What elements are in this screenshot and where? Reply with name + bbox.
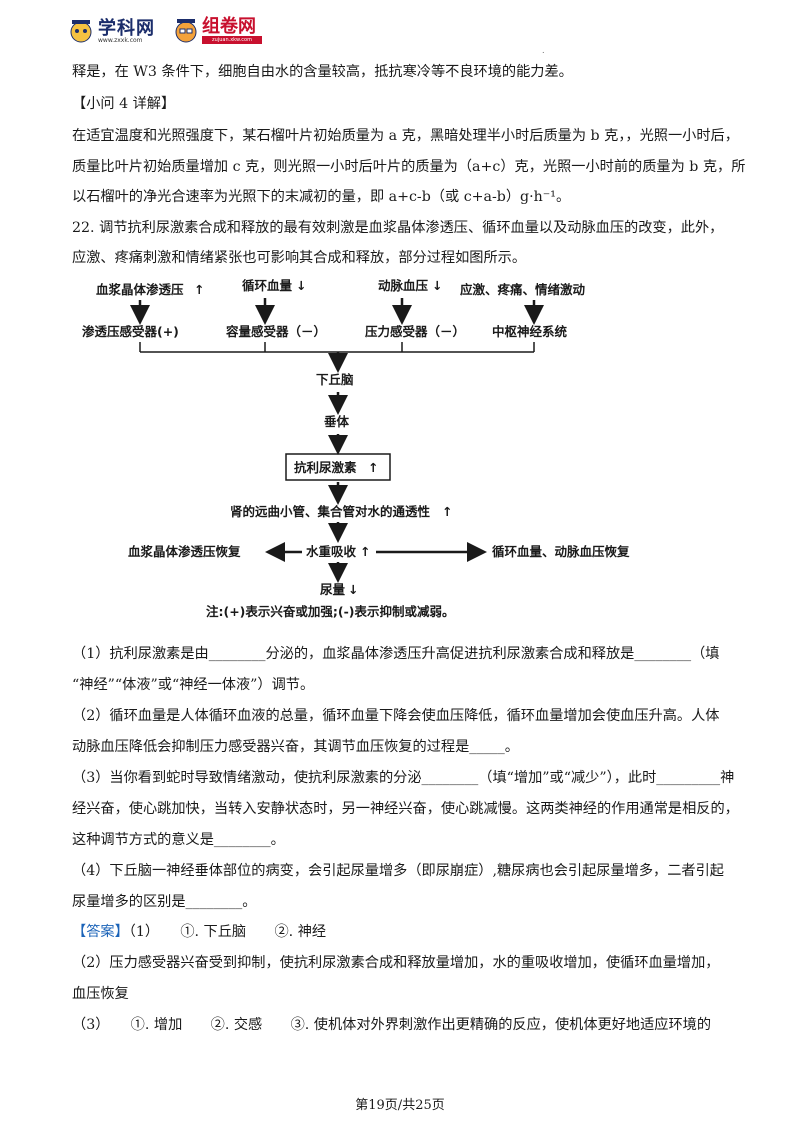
question-2: （2）循环血量是人体循环血液的总量，循环血量下降会使血压降低，循环血量增加会使血… <box>72 708 720 724</box>
pituitary: 垂体 <box>324 414 350 429</box>
up-arrow-icon: ↑ <box>360 544 370 559</box>
page-number: 第19页/共25页 <box>355 1098 445 1113</box>
receptor-osmotic: 渗透压感受器(+) <box>82 324 179 339</box>
up-arrow-icon: ↑ <box>368 460 378 475</box>
question-3-cont: 经兴奋，使心跳加快，当转入安静状态时，另一神经兴奋，使心跳减慢。这两类神经的作用… <box>72 801 739 817</box>
up-arrow-icon: ↑ <box>442 504 452 519</box>
header-logos: 学科网 www.zxxk.com 组卷网 zujuan.xkw.com <box>66 12 266 48</box>
receptor-cns: 中枢神经系统 <box>492 324 568 339</box>
receptor-pressure: 压力感受器（－） <box>365 324 465 339</box>
source-arterial-pressure: 动脉血压 <box>378 278 429 293</box>
mascot-icon <box>70 20 92 43</box>
adh-label: 抗利尿激素 <box>294 460 357 475</box>
text-line: 在适宜温度和光照强度下，某石榴叶片初始质量为 a 克，黑暗处理半小时后质量为 b… <box>72 128 739 144</box>
answer-2: （2）压力感受器兴奋受到抑制，使抗利尿激素合成和释放量增加，水的重吸收增加，使循… <box>72 955 720 971</box>
question-1: （1）抗利尿激素是由________分泌的，血浆晶体渗透压升高促进抗利尿激素合成… <box>72 646 720 662</box>
question-3: （3）当你看到蛇时导致情绪激动，使抗利尿激素的分泌________（填“增加”或… <box>72 770 735 786</box>
adh-box <box>285 453 391 481</box>
down-arrow-icon: ↓ <box>296 278 306 293</box>
mascot2-icon <box>175 19 197 43</box>
source-blood-volume: 循环血量 <box>242 278 293 293</box>
answer-3: （3） ①. 增加 ②. 交感 ③. 使机体对外界刺激作出更精确的反应，使机体更… <box>72 1017 712 1033</box>
decor-dot: . <box>542 46 545 55</box>
reabsorption: 水重吸收 <box>306 544 357 559</box>
answer-1: 【答案】（1） ①. 下丘脑 ②. 神经 <box>72 922 732 942</box>
question-stem: 22. 调节抗利尿激素合成和释放的最有效刺激是血浆晶体渗透压、循环血量以及动脉血… <box>72 220 724 236</box>
permeability: 肾的远曲小管、集合管对水的通透性 <box>230 504 431 519</box>
question-4: （4）下丘脑一神经垂体部位的病变，会引起尿量增多（即尿崩症）,糖尿病也会引起尿量… <box>72 863 724 879</box>
receptor-volume: 容量感受器（－） <box>225 324 326 339</box>
osmotic-recovery: 血浆晶体渗透压恢复 <box>128 544 241 559</box>
logo-zxxk: 学科网 <box>98 18 155 39</box>
question-1-cont: “神经”“体液”或“神经一体液”）调节。 <box>72 677 315 693</box>
answer-2-cont: 血压恢复 <box>72 986 129 1002</box>
regulation-flow-diagram: 血浆晶体渗透压 ↑ 循环血量 ↓ 动脉血压 ↓ 应激、疼痛、情绪激动 渗透压感受… <box>82 278 630 619</box>
question-2-cont: 动脉血压降低会抑制压力感受器兴奋，其调节血压恢复的过程是_____。 <box>72 739 519 755</box>
source-osmotic: 血浆晶体渗透压 <box>96 282 184 297</box>
source-stress: 应激、疼痛、情绪激动 <box>460 282 586 297</box>
logo-zxxk-url: www.zxxk.com <box>98 37 143 44</box>
text-line: 以石榴叶的净光合速率为光照下的末减初的量，即 a+c-b（或 c+a-b）g·h… <box>72 189 571 205</box>
down-arrow-icon: ↓ <box>348 582 358 597</box>
logo-zujuan-url: zujuan.xkw.com <box>202 36 262 44</box>
text-line: 释是，在 W3 条件下，细胞自由水的含量较高，抵抗寒冷等不良环境的能力差。 <box>72 64 573 80</box>
logo-zujuan: 组卷网 <box>202 16 256 37</box>
subheading: 【小问 4 详解】 <box>72 96 176 112</box>
urine-volume: 尿量 <box>320 582 346 597</box>
up-arrow-icon: ↑ <box>194 282 204 297</box>
question-4-cont: 尿量增多的区别是________。 <box>72 894 257 910</box>
hypothalamus: 下丘脑 <box>316 372 354 387</box>
diagram-note: 注:(+)表示兴奋或加强;(-)表示抑制或减弱。 <box>206 604 455 619</box>
volume-pressure-recovery: 循环血量、动脉血压恢复 <box>492 544 630 559</box>
answer-1-text: （1） ①. 下丘脑 ②. 神经 <box>128 924 327 940</box>
down-arrow-icon: ↓ <box>432 278 442 293</box>
answer-label: 【答案】 <box>72 924 129 940</box>
question-stem: 应激、疼痛刺激和情绪紧张也可影响其合成和释放，部分过程如图所示。 <box>72 250 527 266</box>
question-3-cont: 这种调节方式的意义是________。 <box>72 832 285 848</box>
text-line: 质量比叶片初始质量增加 c 克，则光照一小时后叶片的质量为（a+c）克，光照一小… <box>72 159 746 175</box>
